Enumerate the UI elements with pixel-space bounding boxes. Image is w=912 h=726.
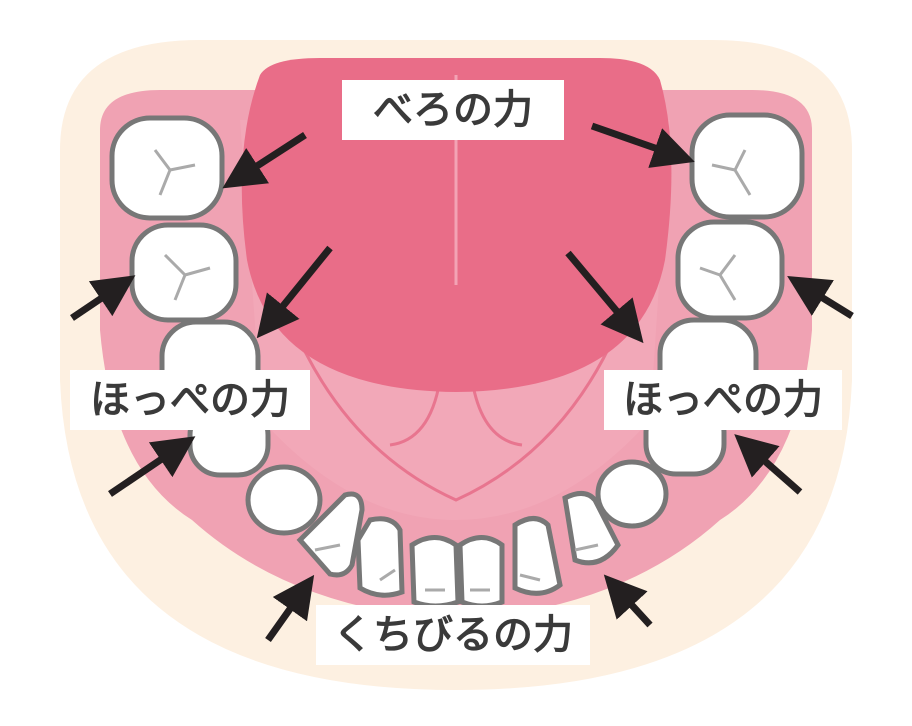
arrow-cheek-right-lower: [734, 434, 803, 495]
arrow-lips-left: [265, 574, 315, 643]
label-cheek-force-left: ほっぺの力: [70, 370, 310, 430]
arrow-tongue-right-upper: [590, 122, 695, 168]
arrow-tongue-left-lower: [256, 245, 333, 339]
arrow-tongue-right-lower: [565, 250, 644, 344]
arrow-cheek-left-lower: [108, 436, 196, 497]
label-tongue-force: べろの力: [342, 80, 564, 140]
force-arrows: [70, 122, 854, 643]
label-cheek-force-right: ほっぺの力: [604, 370, 842, 430]
tooth-grooves: [153, 149, 752, 592]
arrow-cheek-right-upper: [787, 275, 854, 319]
arrow-lips-right: [603, 574, 653, 628]
arrow-cheek-left-upper: [70, 275, 136, 321]
arrow-tongue-left-upper: [222, 132, 307, 189]
label-lip-force: くちびるの力: [316, 605, 590, 665]
